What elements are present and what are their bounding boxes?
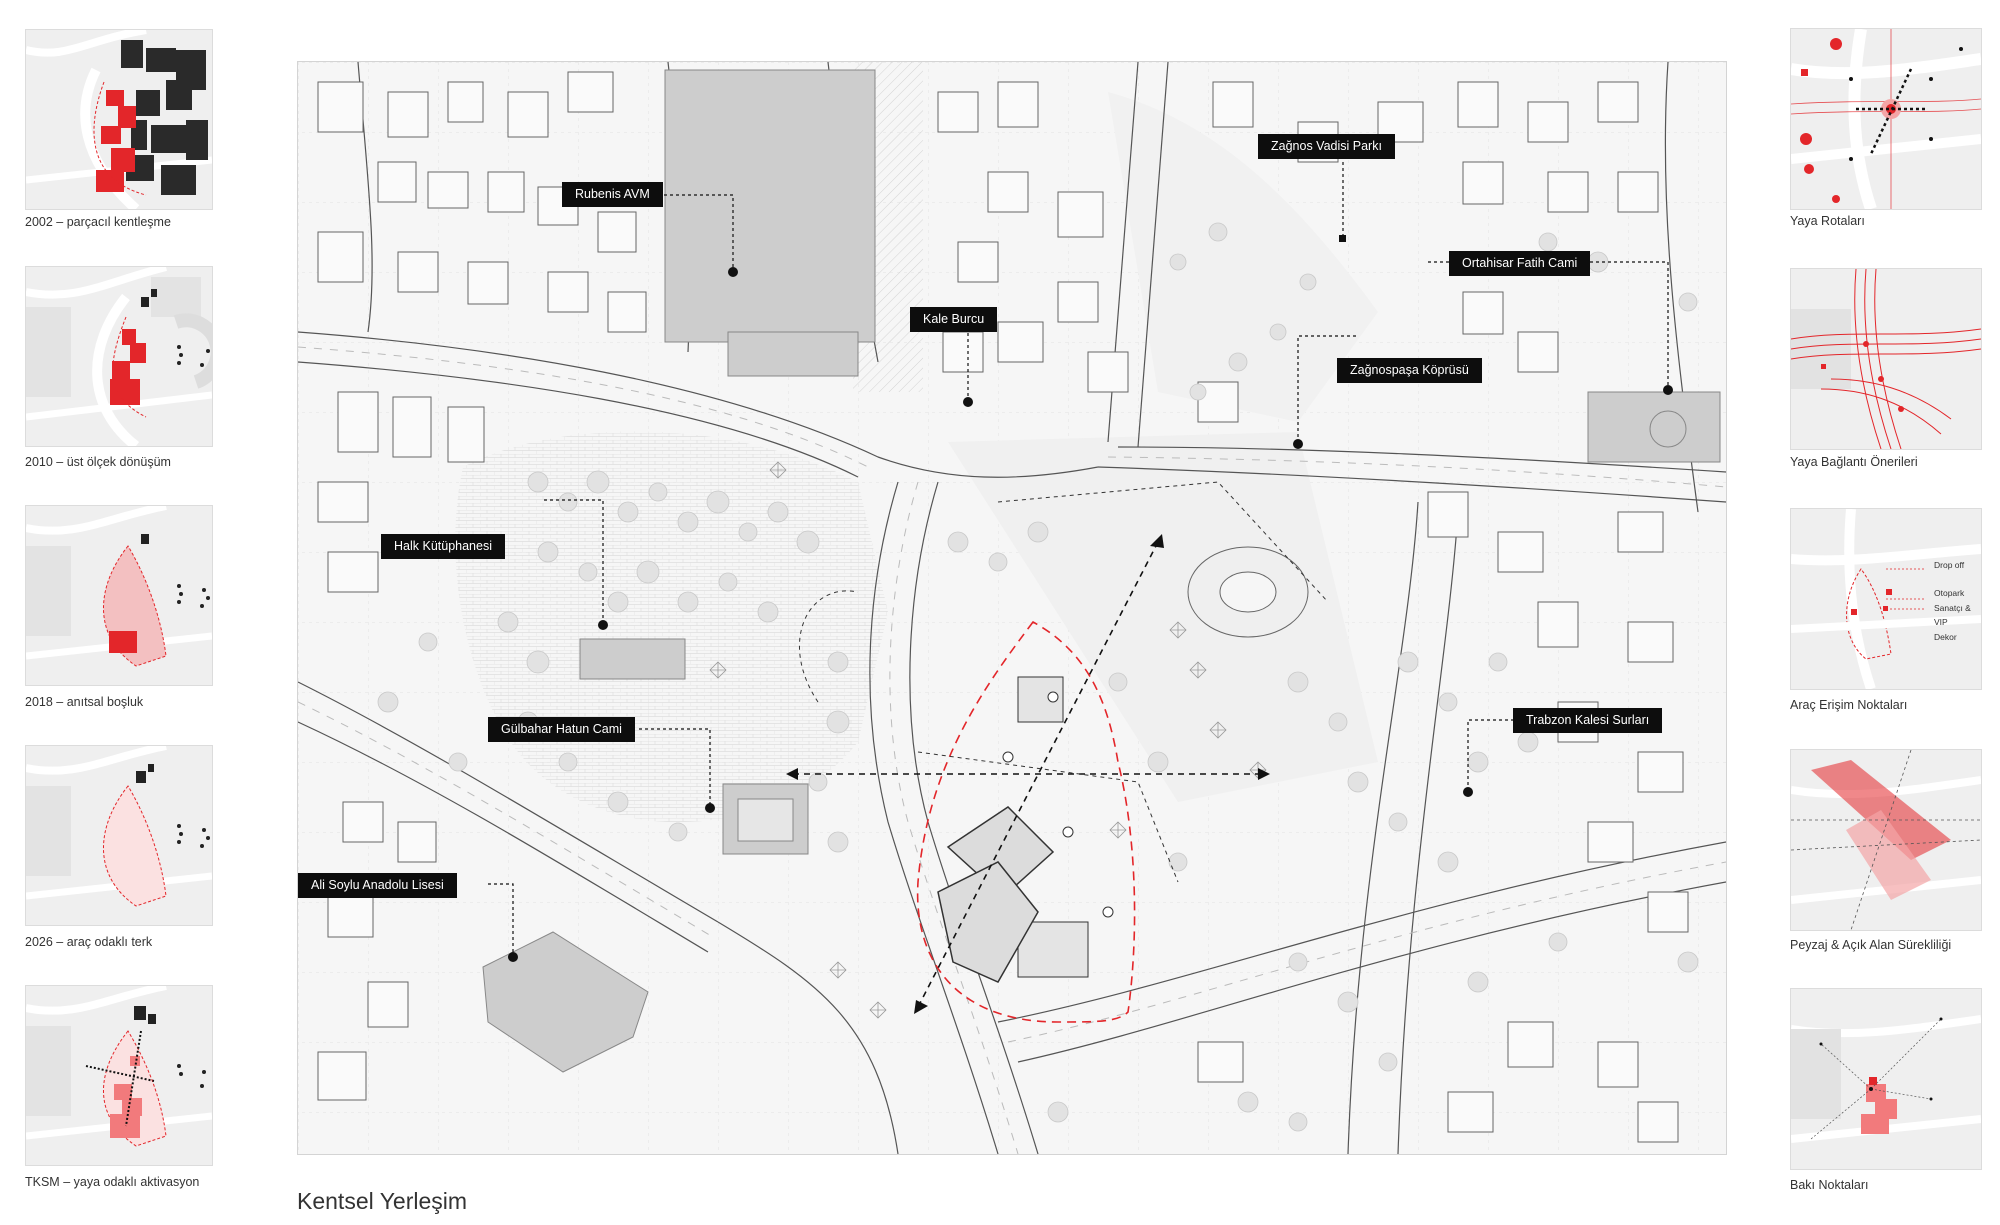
thumb-caption: Yaya Rotaları bbox=[1790, 214, 1865, 228]
thumb-arac-erisim bbox=[1790, 508, 1982, 690]
thumb-caption: 2018 – anıtsal boşluk bbox=[25, 695, 144, 709]
thumb-yaya-baglanti bbox=[1790, 268, 1982, 450]
map-label-zagnos-park: Zağnos Vadisi Parkı bbox=[1258, 134, 1395, 159]
map-label-zagnospasa: Zağnospaşa Köprüsü bbox=[1337, 358, 1482, 383]
thumb-caption: 2010 – üst ölçek dönüşüm bbox=[25, 455, 171, 469]
thumb-caption: Bakı Noktaları bbox=[1790, 1178, 1869, 1192]
site-plan-map: Rubenis AVM Zağnos Vadisi Parkı Ortahisa… bbox=[297, 61, 1727, 1155]
map-label-ali-soylu: Ali Soylu Anadolu Lisesi bbox=[298, 873, 457, 898]
legend-dekor: Dekor bbox=[1934, 632, 1957, 642]
thumb-2018 bbox=[25, 505, 213, 686]
thumb-yaya-rotalari bbox=[1790, 28, 1982, 210]
map-label-ortahisar: Ortahisar Fatih Cami bbox=[1449, 251, 1591, 276]
map-label-gulbahar: Gülbahar Hatun Cami bbox=[488, 717, 635, 742]
page-title: Kentsel Yerleşim bbox=[297, 1188, 468, 1214]
thumb-caption: 2026 – araç odaklı terk bbox=[25, 935, 153, 949]
thumb-2026 bbox=[25, 745, 213, 926]
legend-sanatci: Sanatçı & bbox=[1934, 603, 1971, 613]
map-label-kale-burcu: Kale Burcu bbox=[910, 307, 998, 332]
map-label-trabzon-kalesi: Trabzon Kalesi Surları bbox=[1513, 708, 1663, 733]
thumb-caption: 2002 – parçacıl kentleşme bbox=[25, 215, 171, 229]
thumb-caption: Yaya Bağlantı Önerileri bbox=[1790, 455, 1918, 469]
map-label-halk-kutuphanesi: Halk Kütüphanesi bbox=[381, 534, 505, 559]
legend-drop-off: Drop off bbox=[1934, 560, 1965, 570]
thumb-caption: Peyzaj & Açık Alan Sürekliliği bbox=[1790, 938, 1952, 952]
thumb-peyzaj bbox=[1790, 749, 1982, 931]
thumb-baki-noktalari bbox=[1790, 988, 1982, 1170]
thumb-2010 bbox=[25, 266, 213, 447]
thumb-tksm bbox=[25, 985, 213, 1166]
legend-otopark: Otopark bbox=[1934, 588, 1965, 598]
legend-vip: VIP bbox=[1934, 617, 1948, 627]
thumb-caption: Araç Erişim Noktaları bbox=[1790, 698, 1908, 712]
map-label-rubenis: Rubenis AVM bbox=[562, 182, 663, 207]
thumb-2002 bbox=[25, 29, 213, 210]
thumb-caption: TKSM – yaya odaklı aktivasyon bbox=[25, 1175, 200, 1189]
